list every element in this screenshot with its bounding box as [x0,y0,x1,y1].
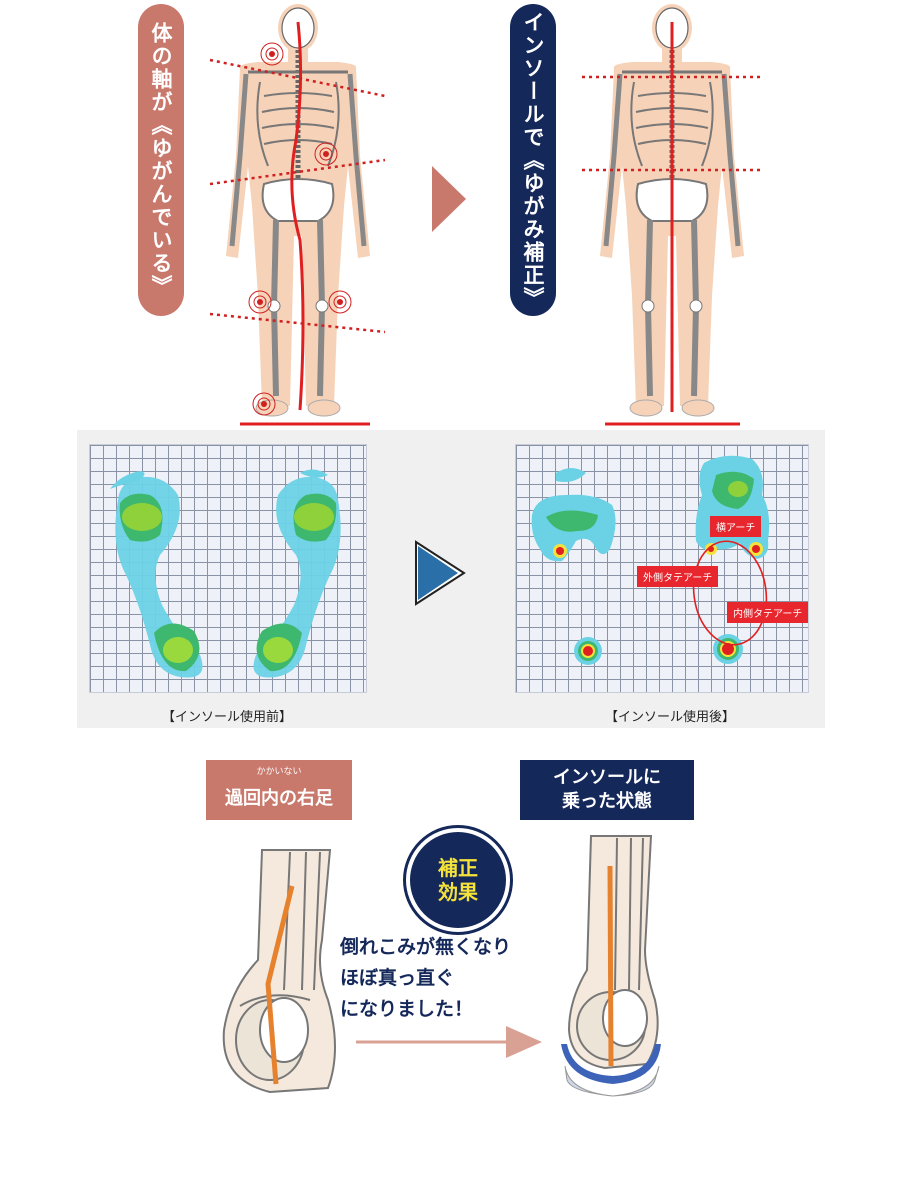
before-axis-line [290,21,305,411]
footprint-after-left [531,468,616,665]
pain-point-icons [248,42,352,416]
effect-arrow-icon [356,1026,542,1058]
callout-transverse-arch: 横アーチ [710,516,762,537]
before-foot-title: 過回内の右足 [206,760,352,820]
callout-lateral-arch: 外側タテアーチ [637,566,719,587]
correction-effect-badge: 補正効果 [406,828,510,932]
after-bone-axis [607,865,614,1067]
heatmap-after [515,444,809,693]
heatmap-arrow-icon [415,540,466,606]
footprint-after-right [695,455,770,664]
caption-after: 【インソール使用後】 [604,710,735,725]
skeleton-diagram [209,0,762,426]
after-foot-title: インソールに乗った状態 [520,760,694,820]
ankle-after [561,835,661,1097]
before-bone-axis [265,885,295,1085]
before-foot-ruby: かかいない [256,767,302,777]
after-axis-label: インソールで《ゆがみ補正》 [510,4,556,316]
footprint-before-left [110,471,203,678]
heatmap-before [89,444,367,693]
before-tilt-lines [209,58,386,334]
skeleton-before [226,4,370,416]
after-level-lines [582,75,762,172]
caption-before: 【インソール使用前】 [161,710,292,725]
insole-base [564,1065,660,1097]
effect-description: 倒れこみが無くなり ほぼ真っ直ぐ になりました！ [340,936,512,1020]
footprint-before-right [253,469,341,678]
right-arrow-icon [432,166,466,232]
arch-outline [692,540,768,646]
insole-cup [561,1044,661,1084]
callout-medial-arch: 内側タテアーチ [727,602,809,623]
before-axis-label: 体の軸が《ゆがんでいる》 [138,4,184,316]
ankle-before [222,849,336,1094]
